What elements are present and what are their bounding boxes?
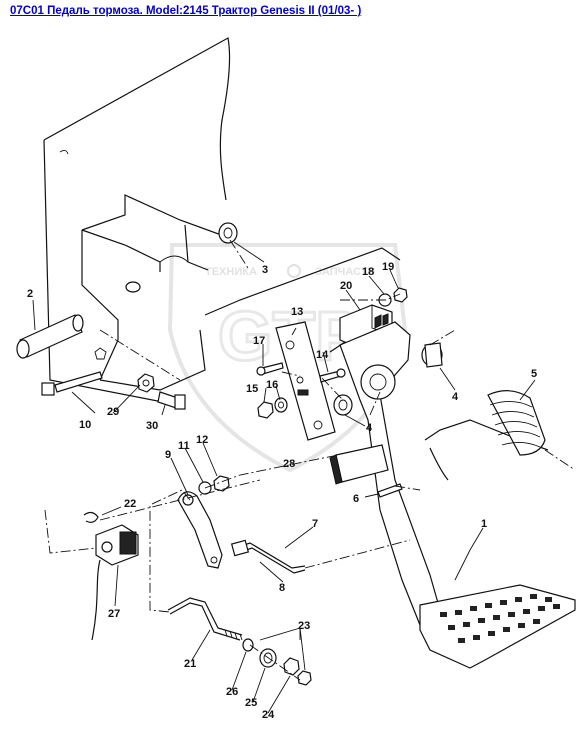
part-19-nut: [393, 287, 408, 303]
diagram-title: 07C01 Педаль тормоза. Model:2145 Трактор…: [10, 5, 362, 17]
part-29-nut: [137, 373, 155, 393]
callout-19: 19: [382, 261, 394, 273]
watermark-right-text: ЗАПЧАСТИ: [315, 266, 375, 278]
assembly-guide-lines: [44, 239, 576, 681]
callout-28: 28: [283, 458, 295, 470]
callout-1: 1: [481, 518, 487, 530]
callout-10: 10: [79, 419, 91, 431]
callout-17: 17: [253, 335, 265, 347]
part-6-pin: [377, 483, 403, 498]
part-8-clevis: [230, 539, 250, 557]
callout-22: 22: [124, 498, 136, 510]
part-3-bushing: [218, 222, 238, 244]
callout-16: 16: [266, 379, 278, 391]
callout-30: 30: [146, 420, 158, 432]
callout-25: 25: [245, 697, 257, 709]
callout-2: 2: [27, 288, 33, 300]
callout-5: 5: [531, 368, 537, 380]
part-14-screw: [319, 368, 346, 383]
part-30-bolt: [157, 391, 186, 410]
part-4-bushing-lower: [333, 394, 353, 416]
part-23-nut: [297, 670, 312, 686]
part-13-plate: [275, 321, 336, 441]
callout-11: 11: [178, 440, 190, 452]
callout-13: 13: [291, 306, 303, 318]
pedal-tread-pattern: [440, 594, 560, 643]
callout-leaders: [32, 241, 536, 714]
part-21-linkage-rod: [167, 597, 243, 641]
part-2-pivot-shaft: [16, 314, 84, 359]
part-10-bolt: [41, 371, 103, 396]
part-17-screw: [256, 362, 284, 376]
callout-24: 24: [262, 709, 275, 721]
part-1-brake-pedal: [329, 321, 576, 669]
part-5-return-spring: [487, 390, 546, 456]
part-27-sensor: [91, 524, 139, 641]
watermark-left-text: ТЕХНИКА: [205, 266, 257, 278]
part-26-washer: [242, 638, 254, 652]
callout-8: 8: [279, 582, 285, 594]
callout-20: 20: [340, 280, 352, 292]
part-22-clip: [83, 511, 99, 523]
part-12-nut: [213, 475, 230, 492]
callout-12: 12: [196, 434, 208, 446]
callout-15: 15: [246, 383, 258, 395]
part-9-lever: [177, 491, 223, 569]
callout-6: 6: [353, 493, 359, 505]
callout-3: 3: [262, 264, 268, 276]
part-4-bushing-upper: [421, 342, 443, 368]
bracket-hole: [125, 281, 141, 293]
callout-4-upper: 4: [452, 391, 459, 403]
pedal-bracket: [81, 194, 401, 391]
callout-14: 14: [316, 349, 329, 361]
callout-18: 18: [362, 266, 374, 278]
part-16-washer: [274, 397, 288, 413]
callout-29: 29: [107, 406, 119, 418]
part-15-nut: [257, 401, 274, 419]
callout-26: 26: [226, 686, 238, 698]
part-24-nut: [283, 657, 300, 676]
callout-27: 27: [108, 608, 120, 620]
part-28-rubber-pad: [329, 444, 389, 485]
callout-7: 7: [312, 518, 318, 530]
callout-9: 9: [165, 449, 171, 461]
callout-4-lower: 4: [366, 422, 373, 434]
callout-23-left: 23: [298, 620, 310, 632]
floor-plate: [43, 37, 231, 406]
callout-21: 21: [184, 658, 196, 670]
